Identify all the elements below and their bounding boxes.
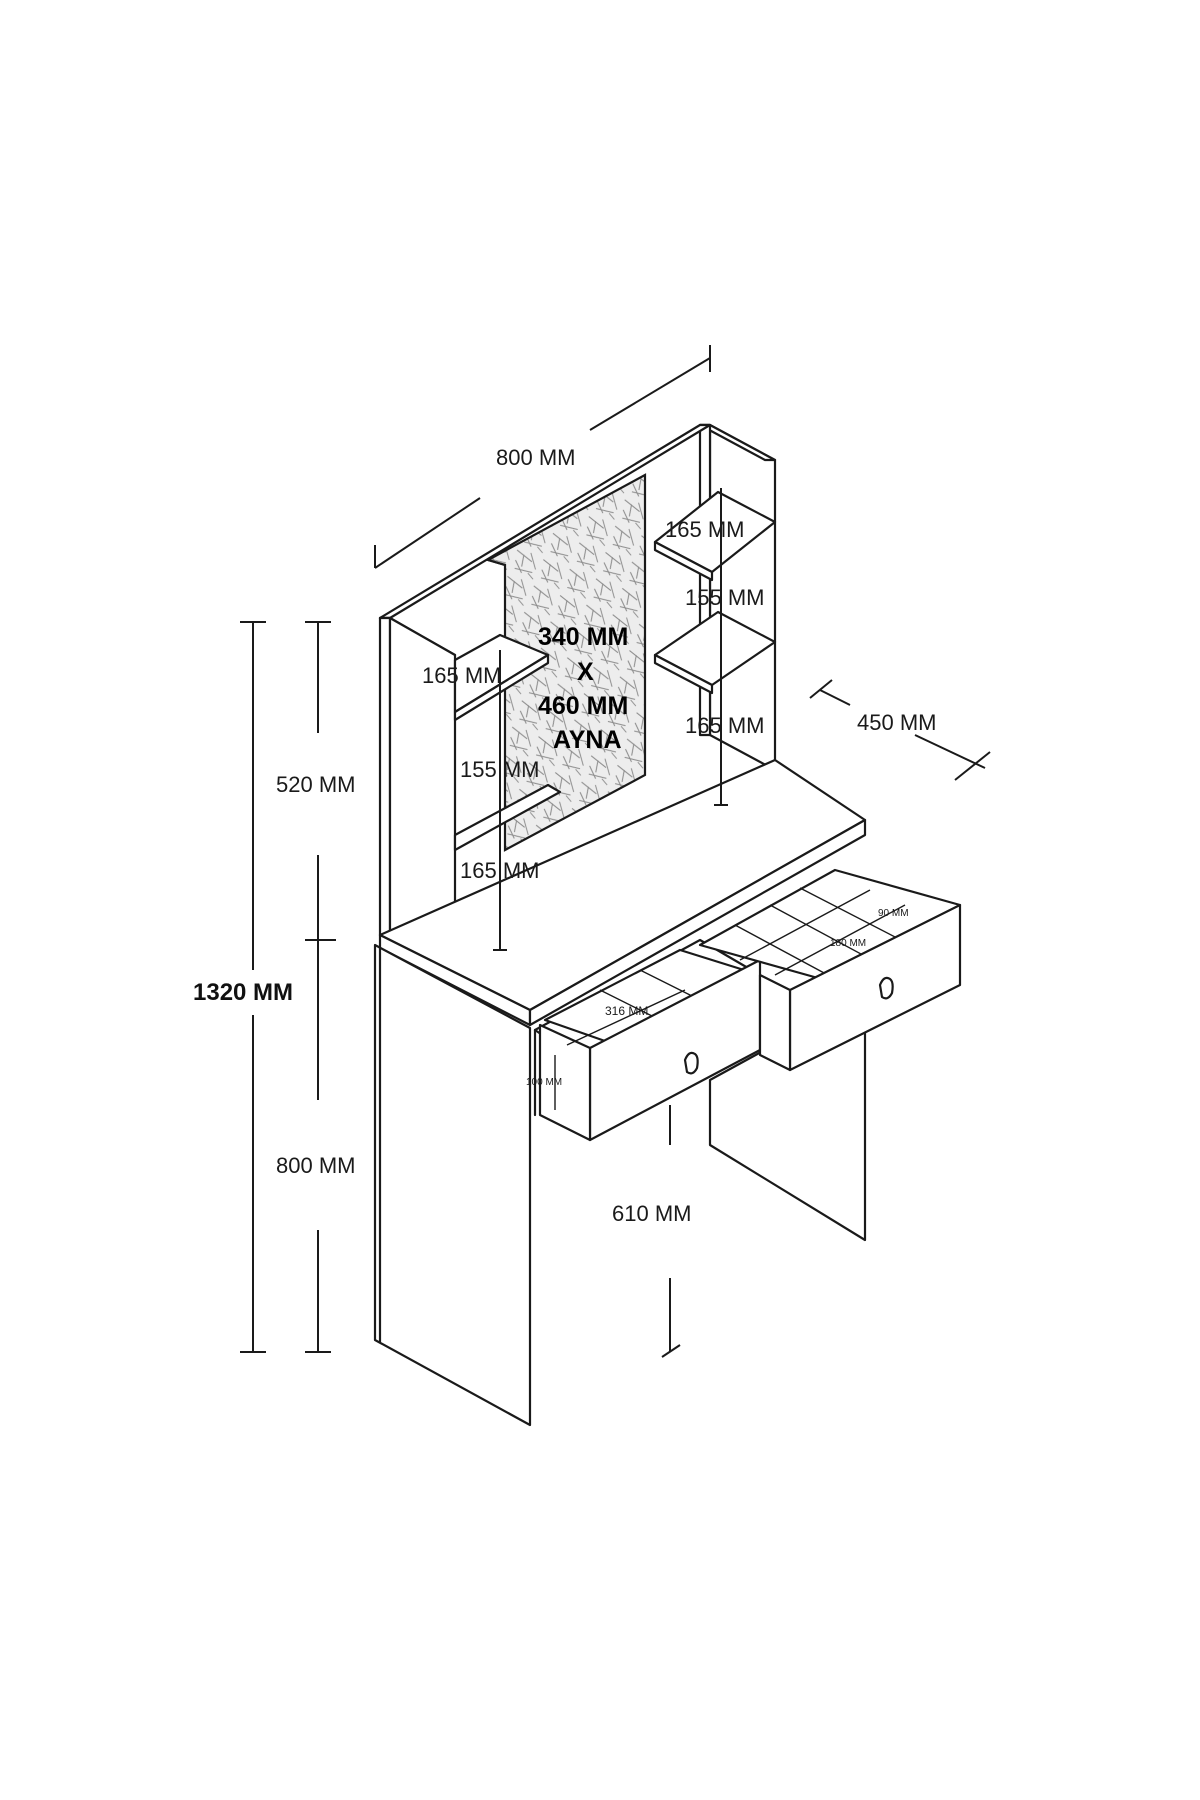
label-width-top: 800 MM — [496, 445, 575, 470]
right-drawer-handle-icon[interactable] — [878, 976, 894, 1000]
right-shelves — [653, 490, 777, 695]
dim-table-height — [305, 1230, 331, 1353]
dim-total-height — [240, 621, 266, 1353]
label-shelf-right-1: 165 MM — [665, 517, 744, 542]
right-drawer[interactable] — [698, 868, 962, 1072]
label-hutch-height: 520 MM — [276, 772, 355, 797]
left-drawer-handle-icon[interactable] — [683, 1051, 699, 1075]
hutch-left-side — [378, 616, 457, 977]
dim-hutch-height — [305, 621, 336, 1100]
label-shelf-right-2: 155 MM — [685, 585, 764, 610]
dim-right-shelves — [714, 488, 728, 806]
tabletop — [378, 758, 867, 1027]
label-shelf-left-3: 165 MM — [460, 858, 539, 883]
label-compartment-depth: 90 MM — [878, 908, 909, 919]
mirror-panel — [485, 473, 647, 852]
mirror-line-1: 340 MM — [538, 623, 628, 651]
left-leg-panel — [373, 943, 532, 1427]
label-table-height: 800 MM — [276, 1153, 355, 1178]
label-drawer-height: 100 MM — [526, 1077, 562, 1088]
mirror-line-4: AYNA — [553, 726, 622, 754]
mirror-line-2: X — [577, 658, 594, 686]
dim-knee-space — [661, 1105, 681, 1358]
label-shelf-left-2: 155 MM — [460, 757, 539, 782]
dim-depth — [809, 679, 991, 781]
label-depth: 450 MM — [857, 710, 936, 735]
label-shelf-right-3: 165 MM — [685, 713, 764, 738]
dim-left-shelves — [493, 650, 507, 951]
dim-drawer-width — [554, 989, 686, 1110]
label-drawer-width: 316 MM — [605, 1004, 648, 1018]
dim-width-top — [374, 345, 711, 569]
label-total-height: 1320 MM — [193, 979, 293, 1006]
mirror-label: 340 MM X 460 MM AYNA — [538, 623, 628, 754]
label-knee-space: 610 MM — [612, 1201, 691, 1226]
left-drawer[interactable] — [538, 948, 762, 1142]
mirror-line-3: 460 MM — [538, 692, 628, 720]
label-shelf-left-1: 165 MM — [422, 663, 501, 688]
label-compartment-width: 180 MM — [830, 938, 866, 949]
left-shelves — [453, 633, 562, 852]
